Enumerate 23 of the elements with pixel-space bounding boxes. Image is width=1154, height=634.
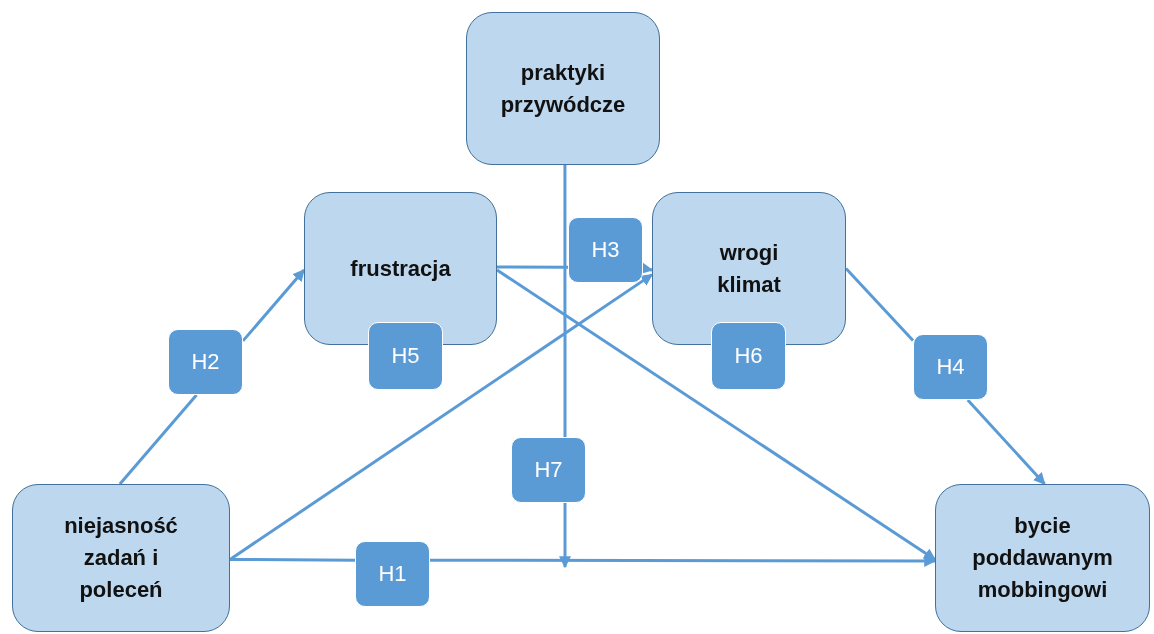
concept-box [466,12,660,165]
node-label: wrogi klimat [716,238,782,299]
concept-box [304,192,497,345]
hypothesis-badge: H3 [568,217,643,283]
arrow [559,503,571,569]
hypothesis-badge: H5 [368,322,443,390]
node-label: praktyki przywódcze [499,58,627,119]
arrow [229,273,653,561]
hypothesis-badge: H1 [355,541,430,607]
node-label: bycie poddawanym mobbingowi [971,512,1114,604]
arrow [241,269,306,342]
hypothesis-badge: H6 [711,322,786,390]
arrow [966,399,1046,485]
node-label: niejasność zadań i poleceń [63,512,179,604]
hypothesis-badge: H2 [168,329,243,395]
arrow [430,554,937,567]
arrow [496,268,936,561]
concept-box [935,484,1150,632]
concept-box [652,192,846,345]
concept-box [12,484,230,632]
hypothesis-badge: H4 [913,334,988,400]
node-label: frustracja [350,254,451,283]
hypothesis-badge: H7 [511,437,586,503]
